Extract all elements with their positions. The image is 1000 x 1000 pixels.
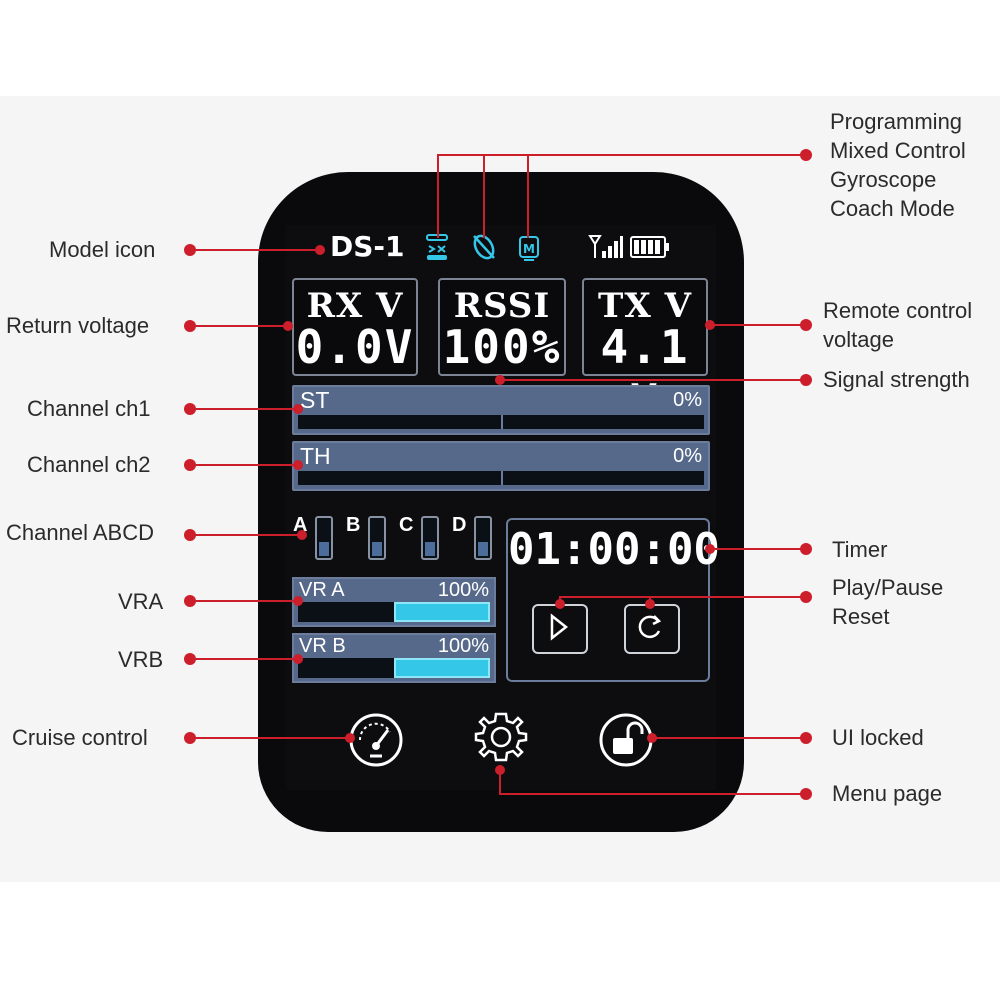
callout-dots xyxy=(184,149,812,800)
switch-c xyxy=(421,516,439,560)
channel-ch2-bar: TH 0% xyxy=(292,441,710,491)
reset-icon xyxy=(638,615,662,639)
label-vrb: VRB xyxy=(118,647,164,672)
tx-voltage-box: TX V 4.1 V xyxy=(582,278,708,428)
rx-voltage-box: RX V 0.0V xyxy=(292,278,418,376)
rx-label: RX V xyxy=(306,286,404,326)
label-mixed-control: Mixed Control xyxy=(830,138,966,163)
play-icon xyxy=(550,613,569,641)
switch-a xyxy=(315,516,333,560)
label-remote-control: Remote control xyxy=(823,298,973,323)
switch-a-fill xyxy=(319,542,329,556)
channel-ch1-center xyxy=(501,415,503,429)
switch-c-label: C xyxy=(399,514,414,536)
tx-value: 4.1 V xyxy=(600,320,690,428)
switch-c-fill xyxy=(425,542,435,556)
unlock-icon[interactable] xyxy=(596,710,656,770)
vrb-fill xyxy=(394,658,490,678)
channel-ch2-name: TH xyxy=(300,443,331,469)
vrb-bar: VR B 100% xyxy=(292,633,496,683)
channel-ch1-track xyxy=(298,415,704,429)
switch-d-fill xyxy=(478,542,488,556)
vra-bar: VR A 100% xyxy=(292,577,496,627)
timer-value: 01:00:00 xyxy=(508,524,720,575)
mixed-control-icon xyxy=(473,234,495,260)
signal-icon xyxy=(588,235,623,258)
vra-track xyxy=(298,602,490,622)
label-vra: VRA xyxy=(118,589,164,614)
switch-d xyxy=(474,516,492,560)
rssi-label: RSSI xyxy=(453,286,551,326)
vra-name: VR A xyxy=(299,579,345,601)
switch-b xyxy=(368,516,386,560)
label-channel-ch2: Channel ch2 xyxy=(27,452,151,477)
label-channel-ch1: Channel ch1 xyxy=(27,396,151,421)
label-reset: Reset xyxy=(832,604,890,629)
label-timer: Timer xyxy=(832,537,888,562)
tx-label: TX V xyxy=(598,286,692,326)
switch-b-label: B xyxy=(346,514,361,536)
label-coach-mode: Coach Mode xyxy=(830,196,955,221)
channel-ch1-bar: ST 0% xyxy=(292,385,710,435)
rssi-value: 100% xyxy=(442,320,562,374)
label-gyroscope: Gyroscope xyxy=(830,167,937,192)
label-play-pause: Play/Pause xyxy=(832,575,944,600)
gear-icon[interactable] xyxy=(470,708,532,770)
vrb-track xyxy=(298,658,490,678)
label-signal-strength: Signal strength xyxy=(823,367,970,392)
label-ui-locked: UI locked xyxy=(832,725,924,750)
svg-text:M: M xyxy=(523,242,535,256)
rssi-box: RSSI 100% xyxy=(438,278,566,376)
channel-ch2-track xyxy=(298,471,704,485)
channel-ch1-name: ST xyxy=(300,387,330,413)
label-programming: Programming xyxy=(830,109,963,134)
label-voltage: voltage xyxy=(823,327,894,352)
rx-value: 0.0V xyxy=(295,320,415,374)
timer-box: 01:00:00 xyxy=(506,518,720,682)
label-model-icon: Model icon xyxy=(49,237,156,262)
model-name: DS-1 xyxy=(330,230,405,263)
label-return-voltage: Return voltage xyxy=(6,313,150,338)
label-menu-page: Menu page xyxy=(832,781,943,806)
callout-paths xyxy=(190,154,806,795)
vrb-pct: 100% xyxy=(437,635,489,657)
switch-d-label: D xyxy=(452,514,467,536)
vra-fill xyxy=(394,602,490,622)
channel-ch1-pct: 0% xyxy=(673,389,702,411)
label-cruise-control: Cruise control xyxy=(12,725,148,750)
battery-icon xyxy=(630,236,669,258)
switch-b-fill xyxy=(372,542,382,556)
vra-pct: 100% xyxy=(437,579,489,601)
channel-ch2-center xyxy=(501,471,503,485)
vrb-name: VR B xyxy=(299,635,346,657)
label-channel-abcd: Channel ABCD xyxy=(6,520,154,545)
channel-ch2-pct: 0% xyxy=(673,445,702,467)
